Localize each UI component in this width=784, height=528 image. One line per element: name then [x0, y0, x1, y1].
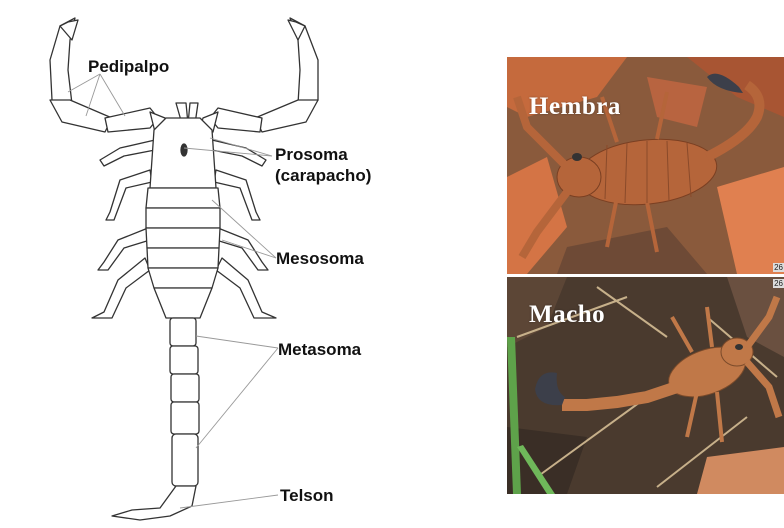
mesosoma-segments: [146, 188, 220, 318]
metasoma-segments: [170, 318, 199, 486]
scorpion-anatomy-diagram: [0, 0, 500, 528]
label-metasoma: Metasoma: [278, 340, 361, 360]
label-telson: Telson: [280, 486, 334, 506]
label-pedipalpo: Pedipalpo: [88, 57, 169, 77]
label-carapacho: (carapacho): [275, 166, 371, 186]
telson-shape: [112, 486, 196, 520]
right-pedipalp: [200, 18, 318, 132]
male-title: Macho: [529, 301, 605, 329]
label-prosoma: Prosoma: [275, 145, 348, 165]
female-photo: Hembra 26: [507, 57, 784, 274]
female-title: Hembra: [529, 93, 621, 121]
male-photo: Macho 26: [507, 277, 784, 494]
male-photo-number: 26: [773, 279, 784, 288]
label-mesosoma: Mesosoma: [276, 249, 364, 269]
female-photo-number: 26: [773, 263, 784, 272]
